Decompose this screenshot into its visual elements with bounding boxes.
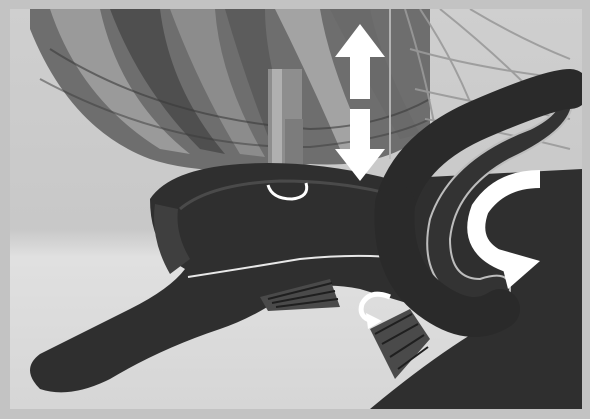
illustration-svg: [10, 9, 582, 409]
illustration-panel: [10, 9, 582, 409]
